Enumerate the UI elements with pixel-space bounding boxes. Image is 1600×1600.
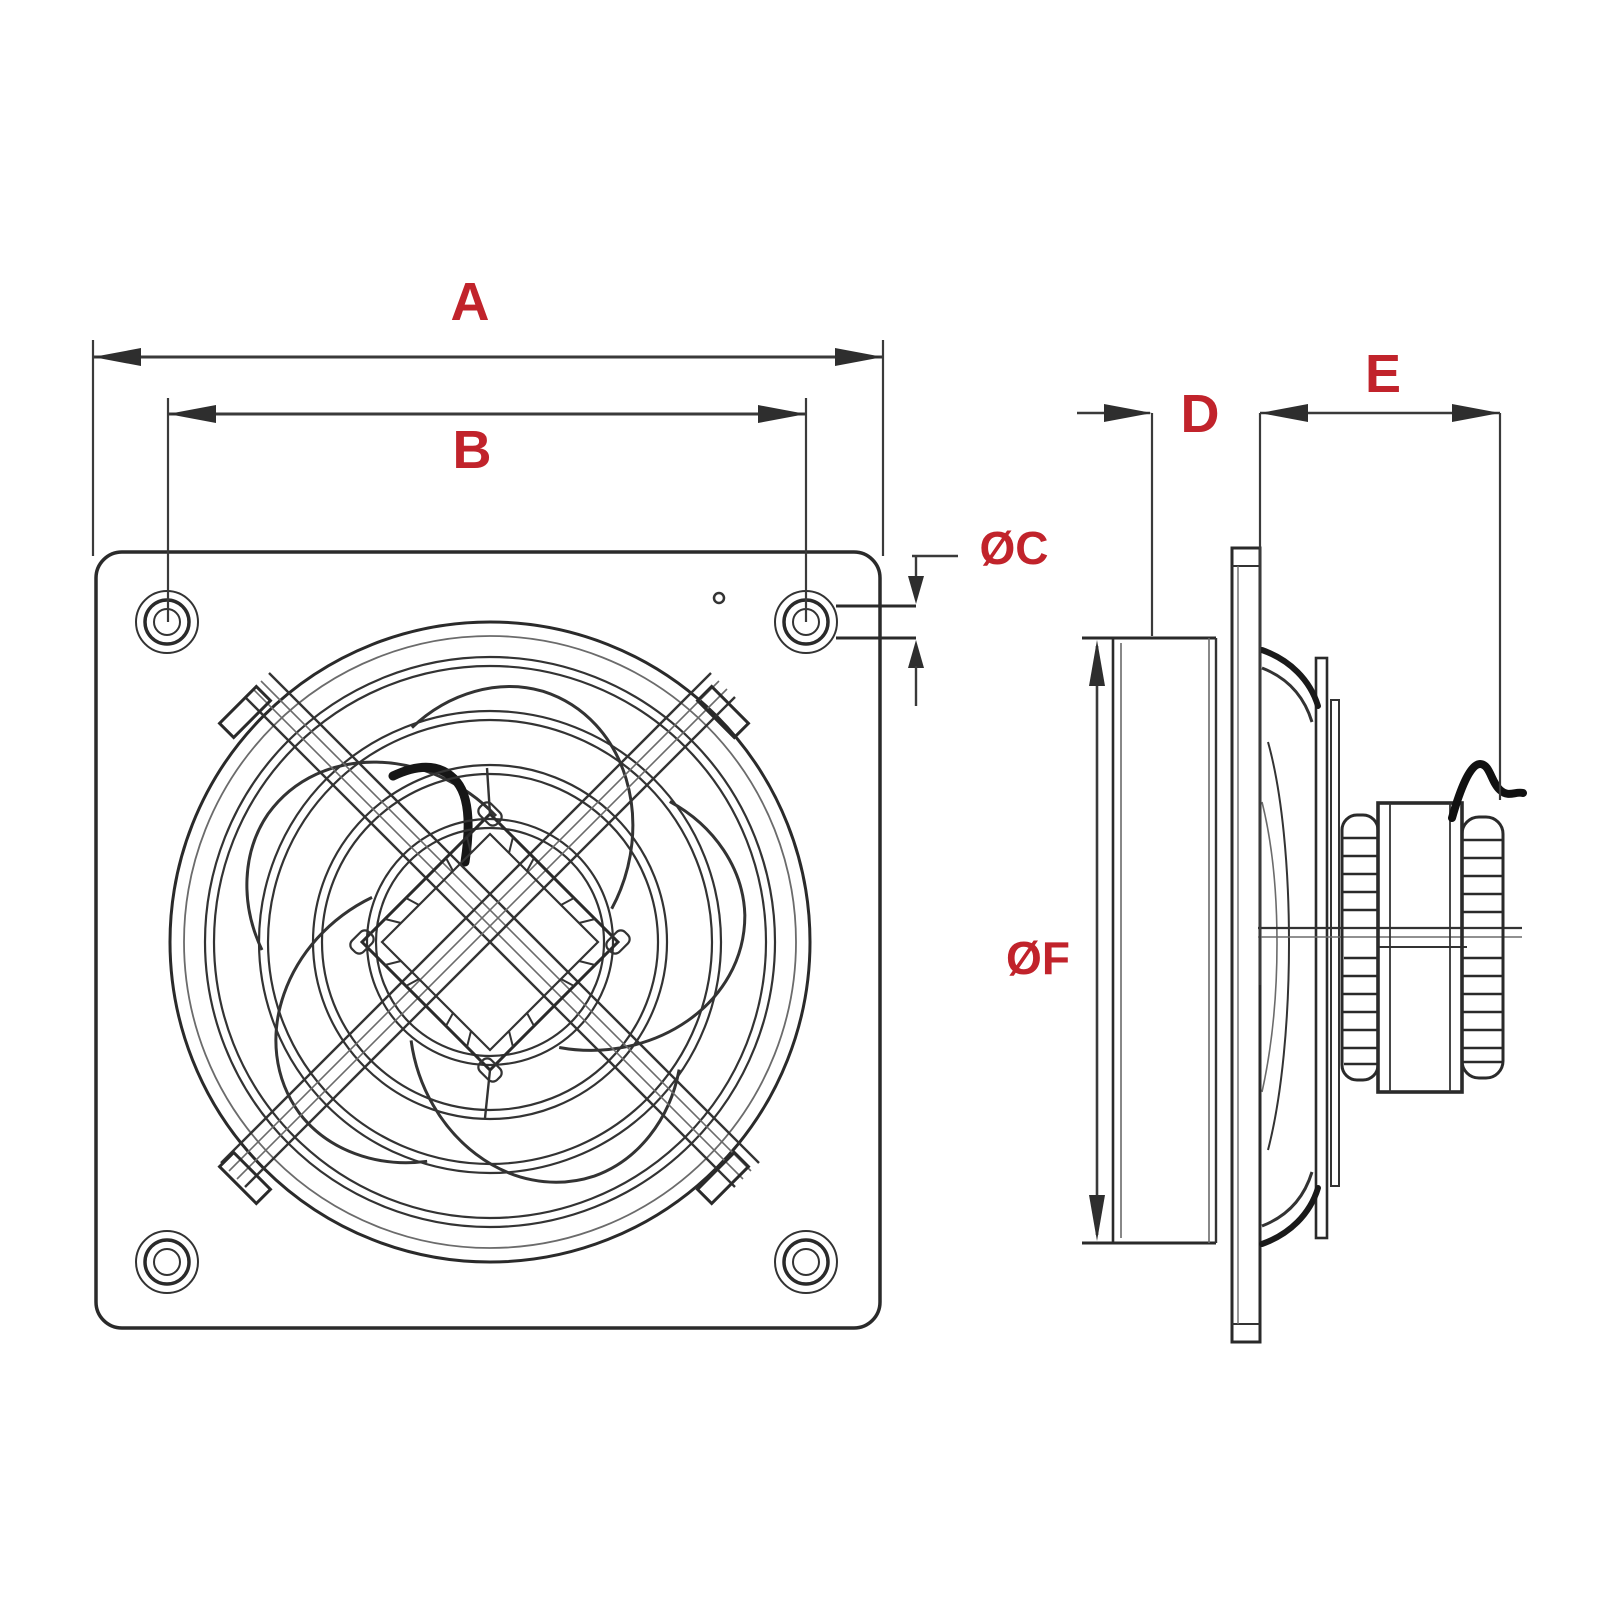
mounting-plate: [94, 550, 882, 1330]
pilot-hole: [712, 591, 726, 605]
hub-diamond: [349, 767, 631, 1119]
dim-a-label: A: [451, 272, 490, 332]
motor-fins-right: [1460, 815, 1505, 1080]
screw-hole-bottom-right: [774, 1230, 838, 1294]
dim-b-label: B: [453, 420, 492, 480]
power-cable: [1448, 759, 1527, 822]
motor-fins-left: [1340, 813, 1380, 1082]
dim-e: E: [1258, 344, 1502, 985]
venturi-rings: [168, 620, 812, 1264]
dim-c: ØC: [836, 522, 1049, 706]
dim-d-label: D: [1181, 384, 1220, 444]
motor: [1340, 759, 1527, 1094]
blade-sections: [1259, 647, 1321, 1247]
dim-e-label: E: [1365, 344, 1401, 404]
dim-b: B: [166, 398, 808, 622]
hub-ladder-rungs: [384, 836, 596, 1048]
dim-f: ØF: [1006, 640, 1105, 1241]
screw-hole-bottom-left: [135, 1230, 199, 1294]
duct-sleeve: [1082, 636, 1218, 1245]
dim-f-label: ØF: [1006, 932, 1070, 984]
grille-rings: [203, 655, 777, 1229]
front-view: [94, 550, 882, 1330]
guard-bar-ne-sw: [217, 672, 751, 1206]
dim-c-label: ØC: [980, 522, 1049, 574]
side-view: [1082, 546, 1527, 1344]
impeller-discs: [1314, 656, 1340, 1240]
blade-silhouette: [388, 762, 473, 867]
plate-edge: [1230, 546, 1262, 1344]
fan-blades: [245, 685, 747, 1184]
dim-a: A: [91, 272, 885, 556]
dim-d: D: [1077, 384, 1220, 636]
